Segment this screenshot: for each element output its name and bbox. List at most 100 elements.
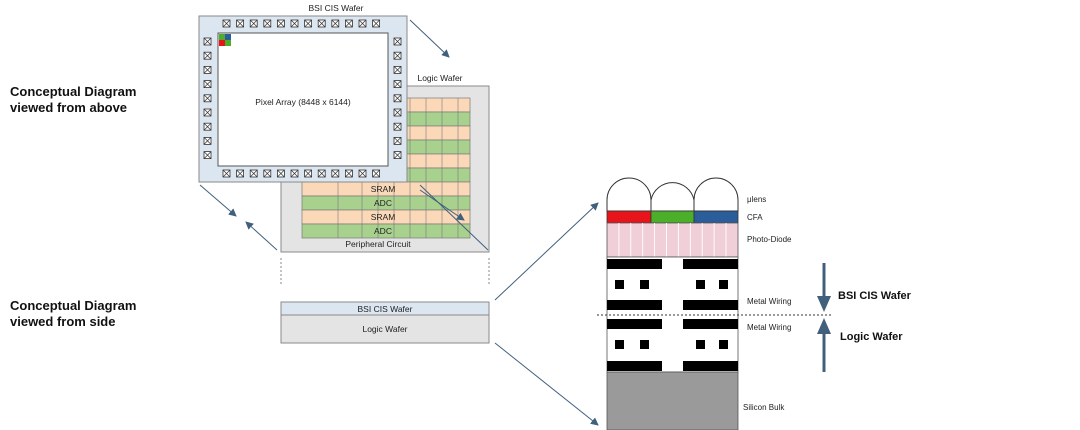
microlens-1 <box>606 177 652 212</box>
metal-via <box>719 340 728 349</box>
bond-pad <box>304 169 313 178</box>
logic-row-label: ADC <box>374 198 392 208</box>
perspective-arrow-inner <box>419 189 465 221</box>
peripheral-circuit-label: Peripheral Circuit <box>345 239 411 249</box>
metal-bar <box>683 319 738 329</box>
perspective-arrow-top-right <box>409 19 450 58</box>
bond-pad <box>317 169 326 178</box>
bond-pad <box>276 169 285 178</box>
logic-row-label: SRAM <box>371 212 396 222</box>
cfa-blue <box>693 210 739 224</box>
bond-pad <box>393 37 402 46</box>
metal-bar <box>607 361 662 371</box>
bond-pad <box>203 108 212 117</box>
photodiode-layer <box>606 222 739 258</box>
side-view-caption-line2: viewed from side <box>10 314 116 329</box>
bond-pad <box>263 169 272 178</box>
pixel-array <box>217 32 389 167</box>
bsi-wafer-title: BSI CIS Wafer <box>309 3 364 13</box>
bayer-blue <box>225 34 231 40</box>
side-bsi-label: BSI CIS Wafer <box>358 304 413 314</box>
bond-pad <box>393 94 402 103</box>
metal-via <box>696 280 705 289</box>
bond-pad <box>304 19 313 28</box>
metal-bar <box>683 361 738 371</box>
bond-pad <box>393 108 402 117</box>
label-microlens: μlens <box>747 195 766 204</box>
side-logic-label: Logic Wafer <box>362 324 407 334</box>
logic-row-label: SRAM <box>371 184 396 194</box>
bond-pad <box>331 169 340 178</box>
cfa-green <box>650 210 695 224</box>
logic-up-arrow <box>817 318 831 372</box>
bond-pad <box>358 169 367 178</box>
bond-pad <box>372 169 381 178</box>
metal-via <box>719 280 728 289</box>
bond-pad <box>290 19 299 28</box>
bond-pad <box>203 151 212 160</box>
bsi-arrow-label: BSI CIS Wafer <box>838 290 912 302</box>
label-silicon-bulk: Silicon Bulk <box>743 403 785 412</box>
bond-pad <box>344 169 353 178</box>
label-metal-upper: Metal Wiring <box>747 297 791 306</box>
top-view-caption: Conceptual Diagram viewed from above <box>10 84 136 116</box>
photodiode-stripes <box>618 223 727 257</box>
bayer-red <box>219 40 225 46</box>
bond-pad <box>236 169 245 178</box>
cfa-red <box>606 210 652 224</box>
bond-pad <box>203 37 212 46</box>
bond-pad <box>203 80 212 88</box>
metal-bar <box>683 259 738 269</box>
metal-bar <box>607 259 662 269</box>
silicon-bulk <box>606 371 739 430</box>
bond-pad <box>344 19 353 28</box>
side-view-caption-line1: Conceptual Diagram <box>10 298 137 313</box>
metal-via <box>615 340 624 349</box>
bond-pad <box>222 169 231 178</box>
bond-pad <box>331 19 340 28</box>
bond-pad <box>393 80 402 88</box>
logic-wafer-title: Logic Wafer <box>417 73 462 83</box>
side-view-stack: BSI CIS Wafer Logic Wafer <box>280 301 490 344</box>
bayer-pixel-icon <box>219 34 231 46</box>
side-view-caption: Conceptual Diagram viewed from side <box>10 298 136 330</box>
bond-pad <box>203 122 212 131</box>
bond-pad <box>249 169 258 178</box>
bond-pad <box>393 66 402 74</box>
metal-via <box>615 280 624 289</box>
bond-pad <box>372 19 381 28</box>
bond-pad <box>393 151 402 160</box>
metal-bars <box>607 259 738 371</box>
zoom-arrow-down <box>494 342 599 426</box>
side-logic-layer <box>280 314 490 344</box>
microlens-3 <box>693 177 739 212</box>
bond-pad-ring <box>203 19 402 178</box>
bond-pad <box>203 136 212 145</box>
metal-via <box>640 280 649 289</box>
bond-pad <box>393 136 402 145</box>
metal-via <box>640 340 649 349</box>
bsi-wafer-top: BSI CIS Wafer Pixel Array (8448 x 6144) <box>198 3 408 183</box>
bond-pad <box>393 51 402 60</box>
perspective-arrow-bottom-left <box>245 221 278 251</box>
top-view-caption-line1: Conceptual Diagram <box>10 84 137 99</box>
logic-arrow-label: Logic Wafer <box>840 331 903 343</box>
label-cfa: CFA <box>747 213 763 222</box>
bond-pad <box>263 19 272 28</box>
metal-bar <box>683 300 738 310</box>
bayer-green-a <box>219 34 225 40</box>
bayer-green-b <box>225 40 231 46</box>
bond-pad <box>290 169 299 178</box>
label-metal-lower: Metal Wiring <box>747 323 791 332</box>
metal-via <box>696 340 705 349</box>
cross-section: μlens CFA Photo-Diode Metal Wiring Metal… <box>597 177 912 430</box>
bond-pad <box>236 19 245 28</box>
bond-pad <box>393 122 402 131</box>
bond-pad <box>203 94 212 103</box>
zoom-arrow-up <box>494 202 599 301</box>
metal-bar <box>607 319 662 329</box>
pixel-array-label: Pixel Array (8448 x 6144) <box>255 97 351 107</box>
